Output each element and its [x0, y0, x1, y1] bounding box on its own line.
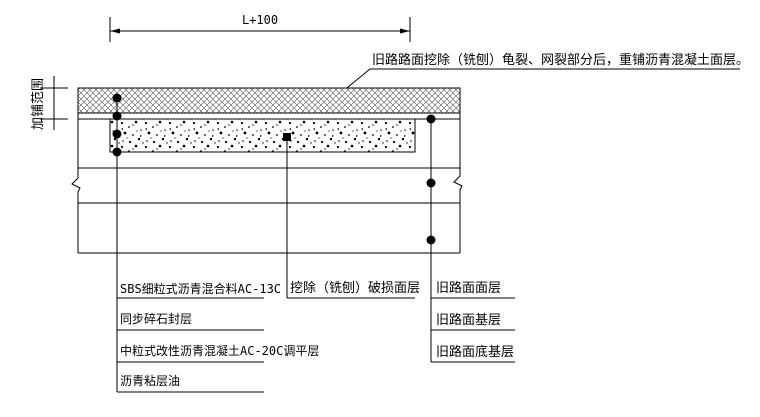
label-old-subbase: 旧路面底基层	[436, 344, 514, 360]
label-old-surface: 旧路面面层	[436, 280, 501, 296]
left-labels: SBS细粒式沥青混合料AC-13C 同步碎石封层 中粒式改性沥青混凝土AC-20…	[117, 281, 319, 393]
right-labels: 旧路面面层 旧路面基层 旧路面底基层	[431, 280, 515, 363]
label-ac20c-leveling: 中粒式改性沥青混凝土AC-20C调平层	[120, 343, 319, 358]
layer-markers	[112, 93, 436, 245]
side-label: 加铺范围	[31, 78, 46, 130]
dimension-label: L+100	[242, 13, 278, 27]
pavement-body	[71, 87, 463, 254]
label-tack-coat: 沥青粘层油	[120, 373, 180, 388]
callout-top-text: 旧路路面挖除（铣刨）龟裂、网裂部分后，重铺沥青混凝土面层。	[372, 52, 749, 68]
label-sbs-ac13c: SBS细粒式沥青混合料AC-13C	[120, 281, 281, 296]
label-gravel-seal: 同步碎石封层	[120, 311, 192, 326]
overlay-range-bracket	[40, 76, 68, 130]
label-old-base: 旧路面基层	[436, 312, 501, 328]
dimension-line	[109, 17, 411, 42]
label-milled-surface: 挖除（铣刨）破损面层	[290, 281, 420, 296]
